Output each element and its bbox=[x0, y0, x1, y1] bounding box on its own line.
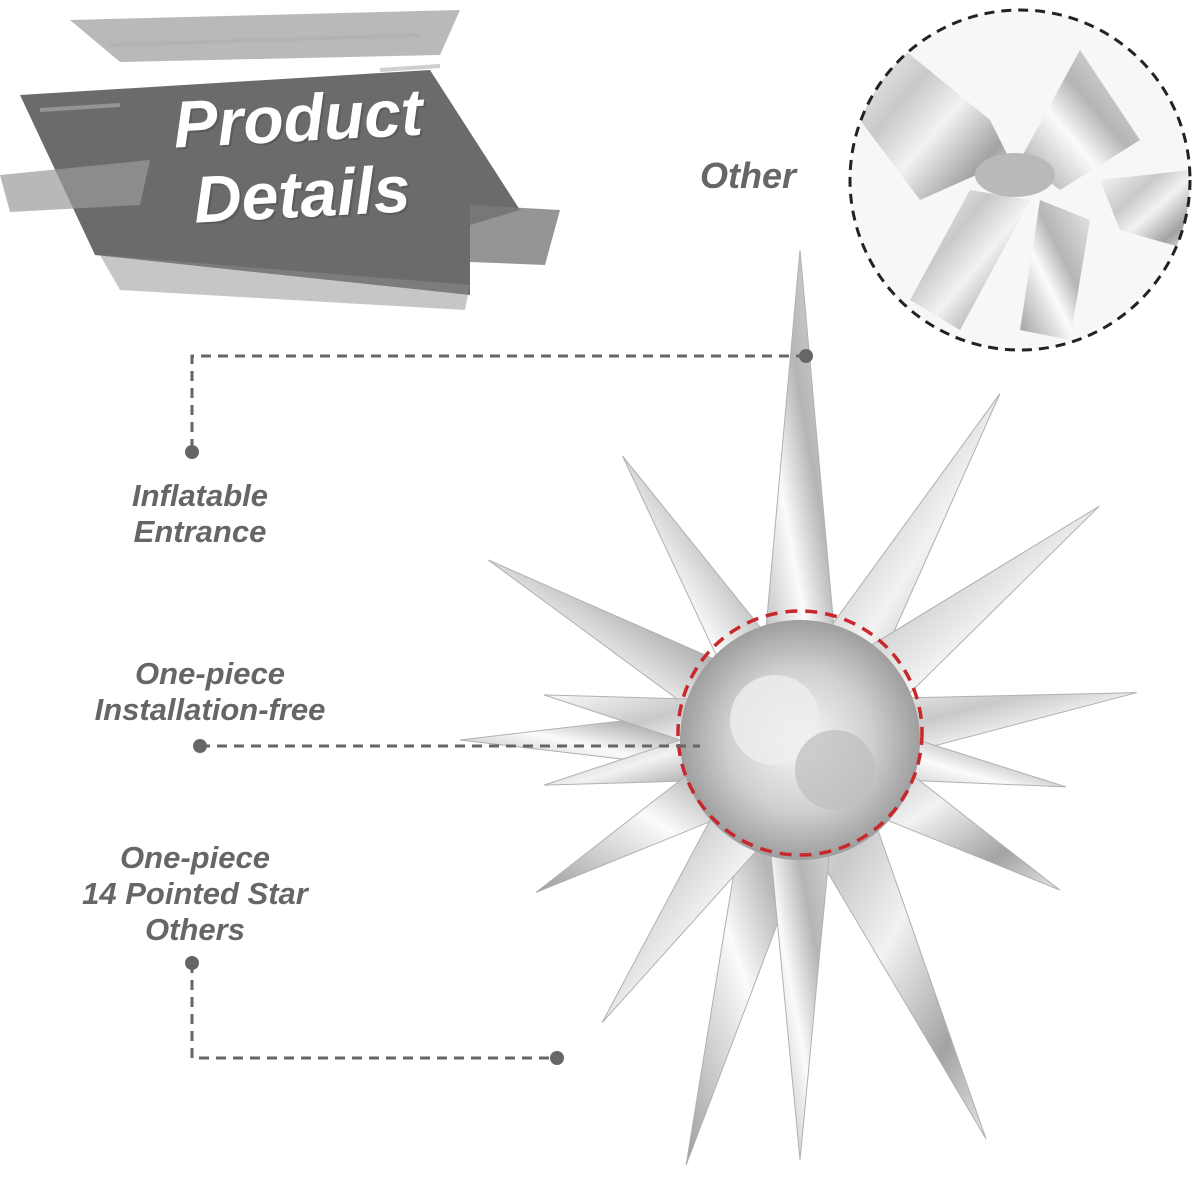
title-banner bbox=[0, 10, 560, 310]
callout-line-star bbox=[190, 963, 557, 1060]
callout-lines bbox=[190, 354, 806, 1060]
callout-label-pointed-star: One-piece 14 Pointed Star Others bbox=[82, 840, 308, 947]
inset-label: Other bbox=[700, 155, 797, 196]
callout-line-entrance bbox=[190, 354, 806, 452]
starburst-balloon bbox=[459, 249, 1137, 1166]
highlight-circle bbox=[676, 609, 924, 857]
callout-label-inflatable-entrance: Inflatable Entrance bbox=[131, 478, 269, 549]
callout-dots bbox=[185, 349, 813, 1065]
detail-inset-circle bbox=[848, 8, 1192, 352]
callout-label-installation-free: One-piece Installation-free bbox=[94, 656, 326, 727]
page-title: Product Details bbox=[171, 74, 425, 237]
